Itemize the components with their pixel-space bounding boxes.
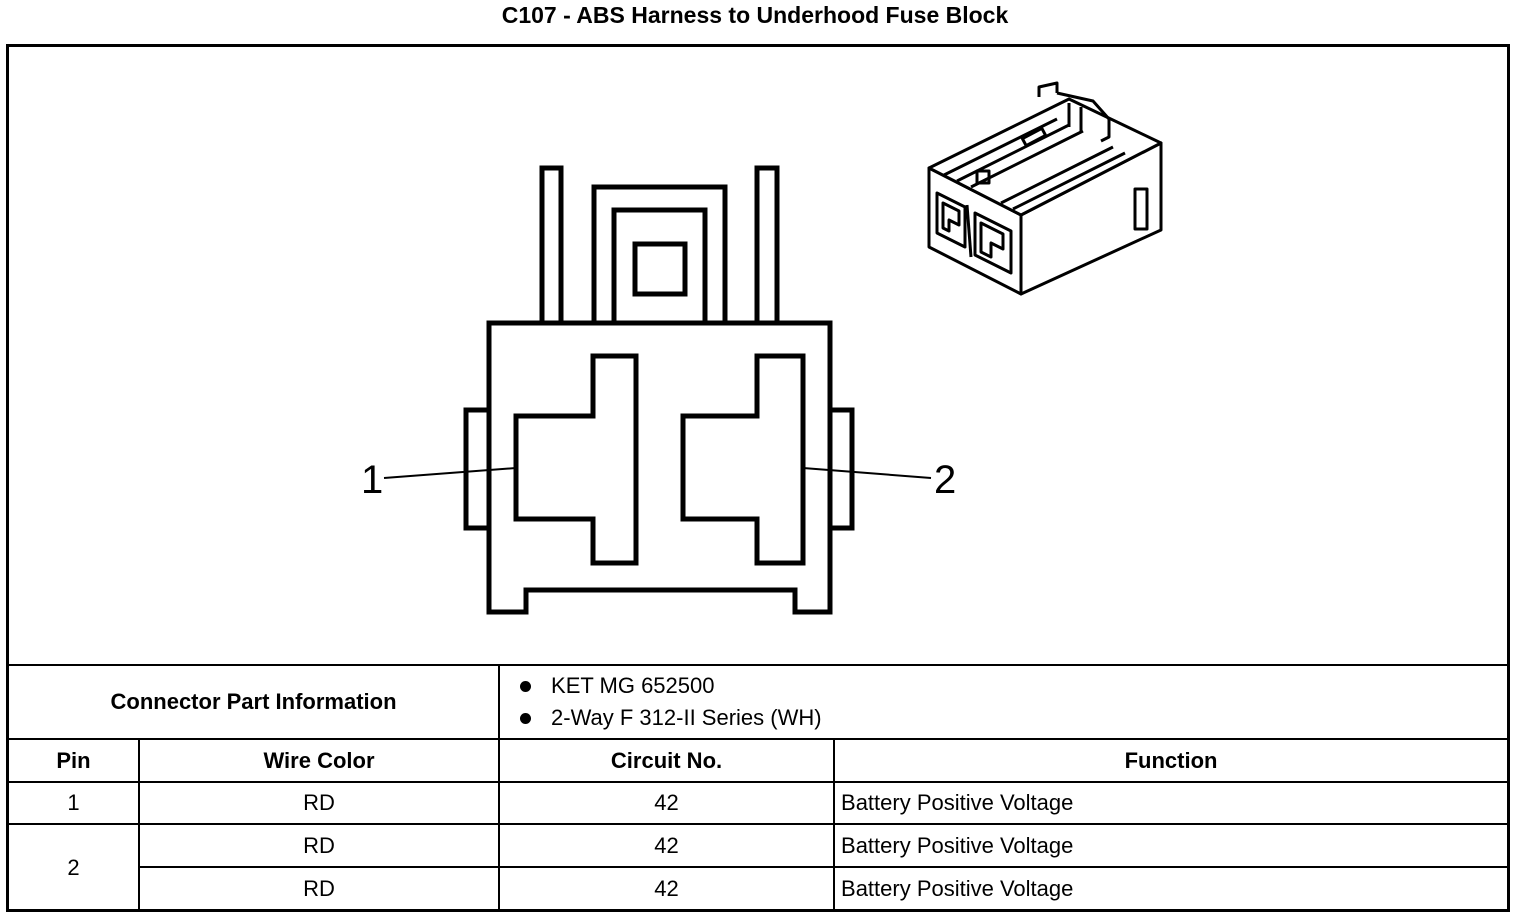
wire-color-cell: RD — [137, 866, 501, 910]
header-wire-color: Wire Color — [137, 738, 501, 783]
table-row: RD 42 Battery Positive Voltage — [9, 866, 1508, 910]
latch-square — [632, 241, 688, 297]
right-post — [754, 165, 780, 323]
cavity-2 — [680, 353, 806, 566]
wire-color-cell: RD — [137, 823, 501, 868]
table-row: 1 RD 42 Battery Positive Voltage — [9, 781, 1508, 825]
circuit-cell: 42 — [498, 866, 836, 910]
part-number: KET MG 652500 — [551, 673, 715, 698]
part-info-item: 2-Way F 312-II Series (WH) — [520, 702, 1507, 734]
header-pin: Pin — [9, 738, 140, 783]
bullet-icon — [520, 712, 532, 724]
circuit-cell: 42 — [498, 823, 836, 868]
connector-body-outline — [486, 320, 833, 615]
part-info-list: KET MG 652500 2-Way F 312-II Series (WH) — [498, 664, 1508, 740]
page-title: C107 - ABS Harness to Underhood Fuse Blo… — [501, 2, 1009, 28]
function-cell: Battery Positive Voltage — [833, 781, 1508, 825]
diagram-frame: 1 2 — [6, 44, 1510, 912]
function-cell: Battery Positive Voltage — [833, 823, 1508, 868]
connector-drawing: 1 2 — [361, 81, 1163, 615]
bullet-icon — [520, 680, 532, 692]
cavity-1 — [513, 353, 639, 566]
connector-iso-illustration — [927, 81, 1163, 296]
circuit-cell: 42 — [498, 781, 836, 825]
pin-2-label: 2 — [934, 458, 956, 502]
pin-cell: 1 — [9, 781, 140, 825]
part-info-label: Connector Part Information — [9, 664, 501, 740]
function-cell: Battery Positive Voltage — [833, 866, 1508, 910]
left-post — [539, 165, 564, 323]
right-side-tab — [830, 407, 855, 531]
header-row: Pin Wire Color Circuit No. Function — [9, 738, 1508, 783]
connector-diagram: 1 2 — [9, 47, 1507, 664]
table-row: 2 RD 42 Battery Positive Voltage — [9, 823, 1508, 910]
header-circuit: Circuit No. — [498, 738, 836, 783]
pin-2-leader — [802, 467, 932, 479]
connector-series: 2-Way F 312-II Series (WH) — [551, 705, 822, 730]
part-info-row: Connector Part Information KET MG 652500… — [9, 664, 1508, 740]
left-side-tab — [463, 407, 489, 531]
part-info-item: KET MG 652500 — [520, 670, 1507, 702]
wire-color-cell: RD — [137, 781, 501, 825]
latch-outer — [591, 184, 728, 323]
header-function: Function — [833, 738, 1508, 783]
pin-cell: 2 — [9, 823, 140, 910]
latch-inner — [611, 207, 708, 323]
pin-1-label: 1 — [361, 458, 383, 502]
pin-1-leader — [383, 467, 517, 479]
connector-info-table: Connector Part Information KET MG 652500… — [9, 664, 1508, 910]
